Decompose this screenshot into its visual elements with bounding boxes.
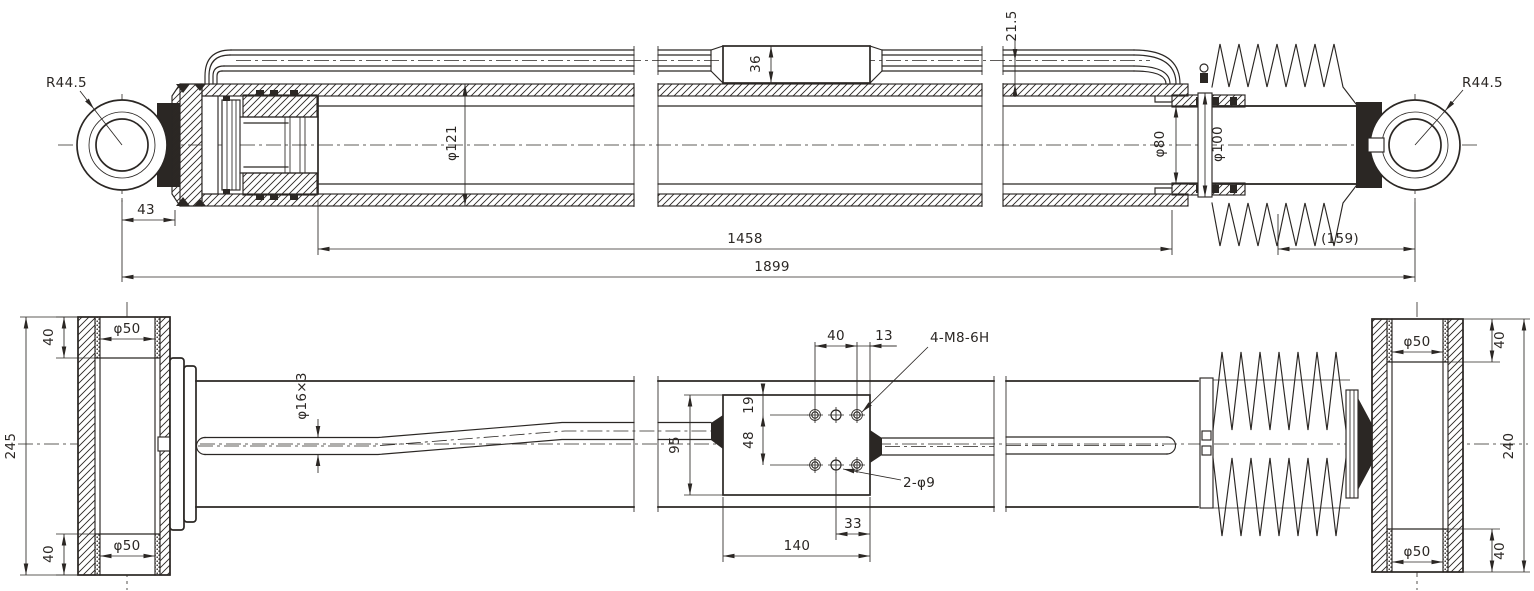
pipe-union-block: 36 [710,45,883,84]
dim-40-tl: 40 [41,328,57,346]
dim-rod-80: φ80 [1152,131,1168,158]
valve-block-dimensions: 40 13 19 48 95 33 140 4-M8-6H 2-φ9 [667,328,989,562]
bellows-top [1211,43,1357,105]
dim-boot-100: φ100 [1210,126,1226,162]
dim-159: (159) [1321,231,1359,247]
cylinder-tube [201,46,1359,207]
dim-43: 43 [137,202,155,218]
dim-tube-16x3: φ16×3 [294,372,310,419]
top-view-dimensions: φ121 21.5 φ80 φ100 43 1458 (159) [46,10,1503,282]
sensor-tube-right [881,436,1176,456]
dim-240: 240 [1501,433,1517,460]
piston-rod [1189,105,1359,185]
dim-radius-right: R44.5 [1462,75,1503,91]
dim-pin-50-tr: φ50 [1404,334,1431,350]
label-holes-phi9: 2-φ9 [903,475,935,491]
dim-bore-121: φ121 [444,125,460,161]
dim-pin-50-bl: φ50 [114,538,141,554]
sensor-tube-left: φ16×3 [196,372,714,473]
left-pin-boss [77,316,173,576]
bellows-plan [1199,351,1372,537]
dim-13: 13 [875,328,893,344]
bellows-bottom [1211,185,1357,247]
dim-1899: 1899 [754,259,790,275]
dim-block-36: 36 [748,55,764,73]
right-pin-boss [1371,318,1464,573]
dim-radius-left: R44.5 [46,75,87,91]
dim-48: 48 [741,431,757,449]
left-eye [76,99,180,191]
grease-nipple-icon [1199,63,1209,73]
end-cap-section [171,83,219,207]
dim-40-bl: 40 [41,545,57,563]
dim-95: 95 [667,436,683,454]
dim-pin-50-br: φ50 [1404,544,1431,560]
dim-1458: 1458 [727,231,763,247]
valve-block [711,394,882,496]
dim-40-tr: 40 [1492,331,1508,349]
dim-port-21-5: 21.5 [1004,10,1020,41]
dim-140: 140 [784,538,811,554]
bottom-view-dimensions: φ50 φ50 40 40 245 φ50 φ50 40 40 [3,316,1530,576]
label-thread-m8: 4-M8-6H [930,330,989,346]
oil-pipe [204,49,1181,85]
dim-33: 33 [844,516,862,532]
cylinder-body-plan [169,357,1199,531]
dim-pin-50-tl: φ50 [114,321,141,337]
bottom-view: φ16×3 40 13 19 [3,302,1530,590]
dim-19: 19 [741,396,757,414]
dim-245: 245 [3,433,19,460]
dim-40-br: 40 [1492,542,1508,560]
top-view: 36 [46,10,1503,282]
dim-40-holes: 40 [827,328,845,344]
